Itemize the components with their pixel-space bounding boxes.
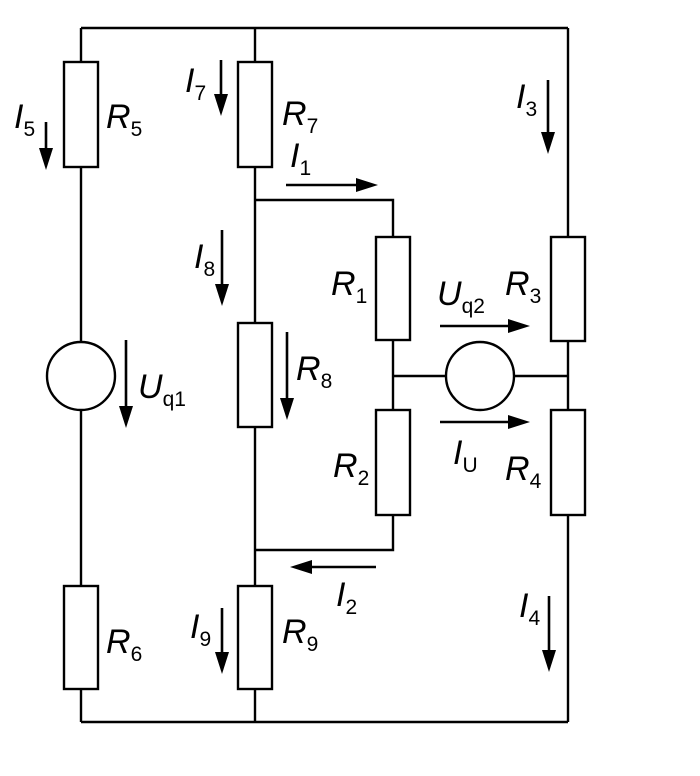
resistor-r7 xyxy=(236,60,274,169)
resistor-r6 xyxy=(62,584,100,691)
label-i7: I7 xyxy=(185,62,206,105)
label-r6: R6 xyxy=(106,623,142,666)
label-r2: R2 xyxy=(333,447,369,490)
label-r3: R3 xyxy=(505,265,541,308)
label-r8: R8 xyxy=(296,350,332,393)
resistor-r9 xyxy=(236,584,274,691)
resistor-r8 xyxy=(236,321,274,429)
arrow-u8 xyxy=(280,332,294,420)
arrow-i2 xyxy=(290,560,376,574)
arrow-uq2 xyxy=(440,319,530,333)
label-uq2: Uq2 xyxy=(437,275,485,318)
resistor-r1 xyxy=(374,235,412,342)
resistor-r4 xyxy=(549,408,587,517)
wire-r1-top xyxy=(255,198,395,237)
label-r9: R9 xyxy=(282,613,318,656)
arrows xyxy=(39,60,556,674)
voltage-sources xyxy=(45,340,516,412)
arrow-i5 xyxy=(39,122,53,170)
resistor-r5 xyxy=(62,60,100,169)
label-i9: I9 xyxy=(190,608,211,651)
label-r7: R7 xyxy=(282,95,318,138)
labels: R5 R6 R7 R8 R9 R1 R2 R3 R4 I1 I2 I3 I4 I… xyxy=(14,62,542,666)
label-i2: I2 xyxy=(336,576,357,619)
voltage-source-uq2 xyxy=(444,340,516,412)
wire-r2-bottom xyxy=(255,515,395,552)
label-i8: I8 xyxy=(194,238,215,281)
label-i1: I1 xyxy=(290,137,311,180)
arrow-i4 xyxy=(542,596,556,672)
label-r5: R5 xyxy=(106,98,142,141)
arrow-i9 xyxy=(215,608,229,674)
label-uq1: Uq1 xyxy=(138,368,186,411)
arrow-i8 xyxy=(215,230,229,306)
resistor-r2 xyxy=(374,408,412,517)
label-iu: IU xyxy=(453,434,478,477)
label-i4: I4 xyxy=(519,587,540,630)
resistor-r3 xyxy=(549,235,587,343)
arrow-uq1 xyxy=(119,340,133,428)
arrow-i7 xyxy=(214,60,228,116)
arrow-i1 xyxy=(286,178,378,192)
label-r4: R4 xyxy=(505,450,542,493)
resistors xyxy=(62,60,587,691)
label-r1: R1 xyxy=(331,265,367,308)
label-i3: I3 xyxy=(516,78,537,121)
label-i5: I5 xyxy=(14,98,35,141)
voltage-source-uq1 xyxy=(45,340,117,412)
arrow-iu xyxy=(440,415,530,429)
arrow-i3 xyxy=(541,80,555,154)
